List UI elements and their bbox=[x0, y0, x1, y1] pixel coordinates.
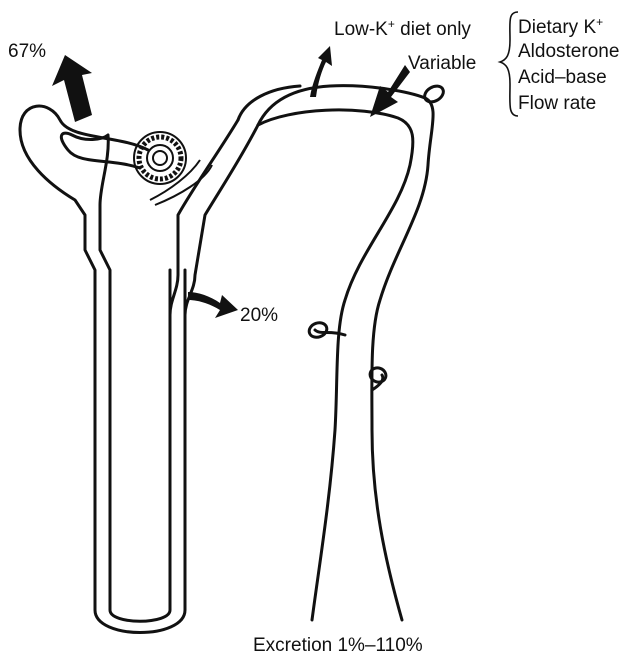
low-k-suffix: diet only bbox=[395, 19, 471, 40]
arrow-67-percent bbox=[52, 55, 92, 122]
proximal-percent-label: 67% bbox=[8, 42, 46, 61]
low-k-prefix: Low-K bbox=[334, 19, 388, 40]
factor-text: Dietary K bbox=[518, 17, 596, 38]
distal-tubule bbox=[258, 110, 413, 620]
factor-acid-base: Acid–base bbox=[518, 68, 607, 87]
loop-percent-label: 20% bbox=[240, 306, 278, 325]
factor-brace bbox=[500, 12, 518, 116]
low-k-label: Low-K+ diet only bbox=[334, 18, 471, 39]
variable-label: Variable bbox=[408, 54, 476, 73]
factor-aldosterone: Aldosterone bbox=[518, 42, 619, 61]
excretion-label: Excretion 1%–110% bbox=[253, 636, 423, 655]
low-k-superscript: + bbox=[388, 17, 395, 31]
glomerulus bbox=[134, 132, 212, 205]
duct-branch-upper-end bbox=[307, 320, 329, 339]
arrow-20-percent bbox=[188, 292, 238, 318]
factor-flow-rate: Flow rate bbox=[518, 94, 596, 113]
proximal-tubule-inner bbox=[61, 120, 238, 621]
proximal-tubule-outer bbox=[20, 86, 425, 633]
factor-superscript: + bbox=[596, 15, 603, 29]
factor-dietary-k: Dietary K+ bbox=[518, 16, 603, 37]
distal-tubule-inner bbox=[238, 86, 433, 620]
arrow-low-k bbox=[310, 46, 332, 97]
connecting-tubule-end bbox=[422, 83, 446, 105]
